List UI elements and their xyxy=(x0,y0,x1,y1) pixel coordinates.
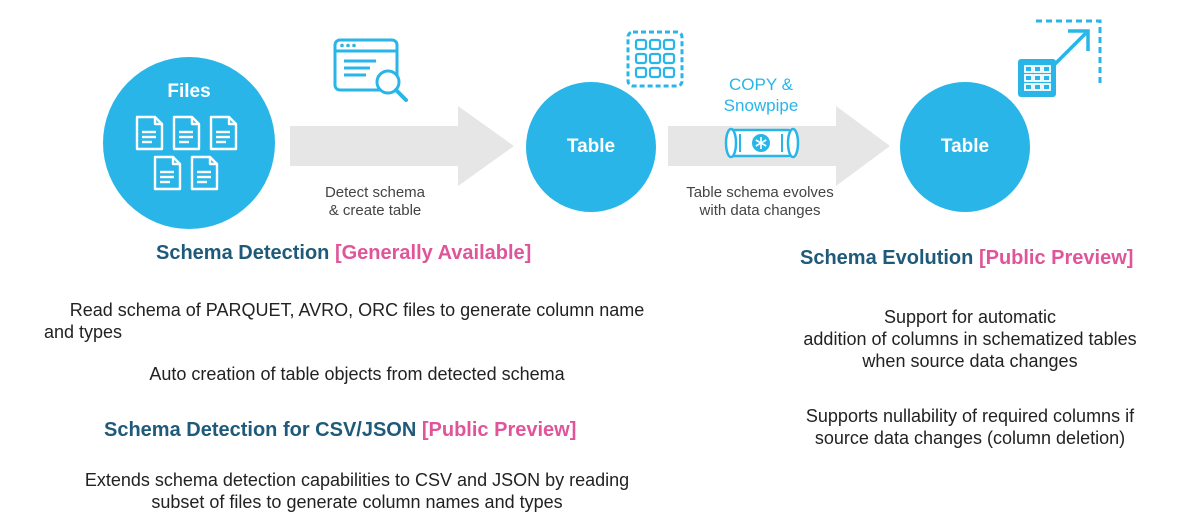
schema-detection-desc-2: Auto creation of table objects from dete… xyxy=(149,364,565,384)
status-badge: [Public Preview] xyxy=(421,419,577,441)
status-badge: [Public Preview] xyxy=(978,247,1134,269)
table-node-1: Table xyxy=(526,82,656,212)
detect-caption: Detect schema & create table xyxy=(324,184,426,219)
csv-json-detection-heading: Schema Detection for CSV/JSON [Public Pr… xyxy=(104,419,577,441)
csv-json-detection-desc: Extends schema detection capabilities to… xyxy=(84,470,630,512)
browser-search-icon xyxy=(333,38,408,102)
table-node-2: Table xyxy=(900,82,1030,212)
dashed-grid-icon xyxy=(626,30,684,88)
expand-grid-icon xyxy=(1018,19,1102,97)
document-icon xyxy=(135,115,238,191)
evolve-caption: Table schema evolves with data changes xyxy=(686,184,834,219)
snowpipe-icon xyxy=(724,127,800,159)
schema-evolution-desc-2: Supports nullability of required columns… xyxy=(805,406,1135,448)
table-label-2: Table xyxy=(940,136,990,157)
table-label-1: Table xyxy=(566,136,616,157)
files-node: Files xyxy=(103,57,275,229)
copy-snowpipe-label: COPY & Snowpipe xyxy=(723,75,799,115)
schema-detection-desc-1: Read schema of PARQUET, AVRO, ORC files … xyxy=(44,300,645,342)
status-badge: [Generally Available] xyxy=(334,242,532,264)
schema-evolution-heading: Schema Evolution [Public Preview] xyxy=(800,247,1134,269)
schema-detection-heading: Schema Detection [Generally Available] xyxy=(156,242,532,264)
flow-arrow-detect xyxy=(290,106,514,186)
schema-evolution-desc-1: Support for automatic addition of column… xyxy=(803,307,1137,371)
files-label: Files xyxy=(167,81,211,102)
